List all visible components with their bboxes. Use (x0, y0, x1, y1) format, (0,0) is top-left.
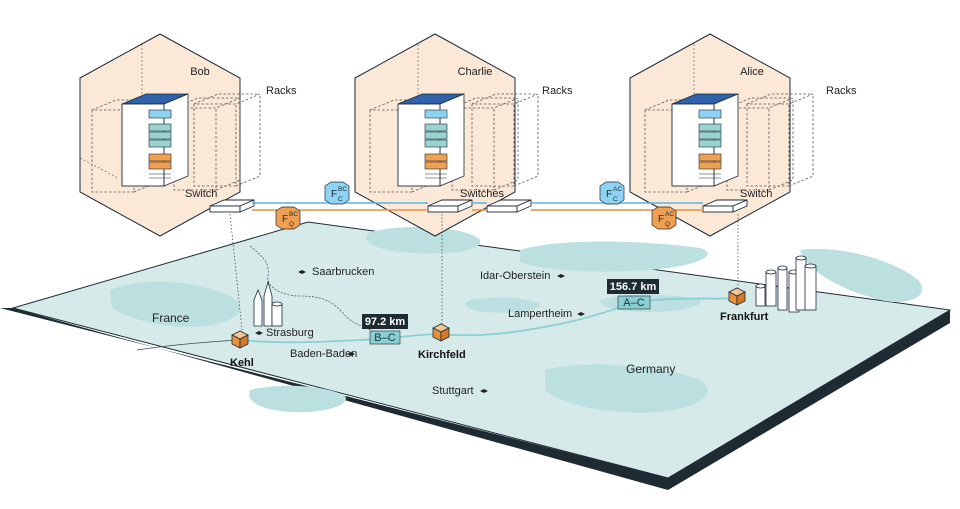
fiber-tag-ac-classical: F AC C (599, 181, 625, 205)
node-frankfurt-icon (728, 287, 746, 306)
node-kirchfeld-label: Kirchfeld (418, 349, 466, 361)
link-ac: 156.7 km A–C (607, 279, 659, 310)
city-markers (255, 270, 585, 393)
switch-label: Switches (460, 188, 505, 200)
river-line (136, 339, 241, 351)
svg-text:C: C (613, 196, 618, 203)
svg-text:C: C (338, 196, 343, 203)
building-alice: Alice Racks Switch (629, 33, 857, 237)
svg-text:F: F (282, 214, 288, 225)
segment-badge (617, 295, 651, 310)
city-baden-baden: Baden-Baden (290, 348, 357, 360)
route-ac (439, 297, 737, 337)
svg-text:AC: AC (613, 186, 622, 193)
frankfurt-skyline-icon (755, 255, 817, 313)
distance-value: 97.2 km (365, 316, 406, 328)
fiber-tag-ac-quantum: F AC Q (651, 206, 677, 230)
segment-label: B–C (374, 332, 395, 344)
node-kirchfeld-icon (432, 323, 450, 342)
fiber-tag-bc-quantum: F BC Q (275, 206, 301, 230)
segment-label: A–C (623, 297, 644, 309)
node-kehl-icon (231, 330, 249, 349)
country-germany: Germany (626, 362, 675, 376)
svg-text:BC: BC (289, 211, 298, 218)
distance-badge (607, 279, 659, 294)
node-frankfurt-label: Frankfurt (720, 311, 769, 323)
segment-badge (369, 330, 401, 345)
building-name: Bob (190, 66, 210, 78)
building-name: Alice (740, 66, 764, 78)
racks-label: Racks (266, 85, 297, 97)
switch-label: Switch (740, 188, 772, 200)
svg-text:F: F (331, 189, 337, 200)
svg-text:BC: BC (338, 186, 347, 193)
svg-text:Q: Q (665, 221, 670, 228)
link-bc: 97.2 km B–C (362, 314, 408, 345)
building-name: Charlie (458, 66, 493, 78)
map-slab (0, 221, 952, 490)
country-france: France (152, 311, 190, 325)
svg-text:F: F (606, 189, 612, 200)
route-bc (239, 333, 441, 344)
node-kehl-label: Kehl (230, 357, 254, 369)
fiber-tag-bc-classical: F BC C (324, 181, 350, 205)
svg-text:AC: AC (665, 211, 674, 218)
city-saarbrucken: Saarbrucken (312, 266, 374, 278)
distance-badge (362, 314, 408, 329)
city-stuttgart: Stuttgart (432, 385, 474, 397)
racks-label: Racks (826, 85, 857, 97)
building-charlie: Charlie Racks Switches (354, 33, 573, 237)
switch-label: Switch (185, 188, 217, 200)
svg-text:Q: Q (289, 221, 294, 228)
map-labels: France Germany Saarbrucken Strasburg Bad… (152, 266, 769, 397)
svg-text:F: F (658, 214, 664, 225)
strasburg-skyline-icon (253, 280, 283, 327)
distance-value: 156.7 km (610, 281, 657, 293)
racks-label: Racks (542, 85, 573, 97)
city-idar-oberstein: Idar-Oberstein (480, 270, 550, 282)
city-lampertheim: Lampertheim (508, 308, 572, 320)
drop-lines (229, 213, 739, 331)
building-bob: Bob Racks Switch (79, 33, 297, 237)
city-strasburg: Strasburg (266, 327, 314, 339)
border-line (249, 245, 391, 339)
